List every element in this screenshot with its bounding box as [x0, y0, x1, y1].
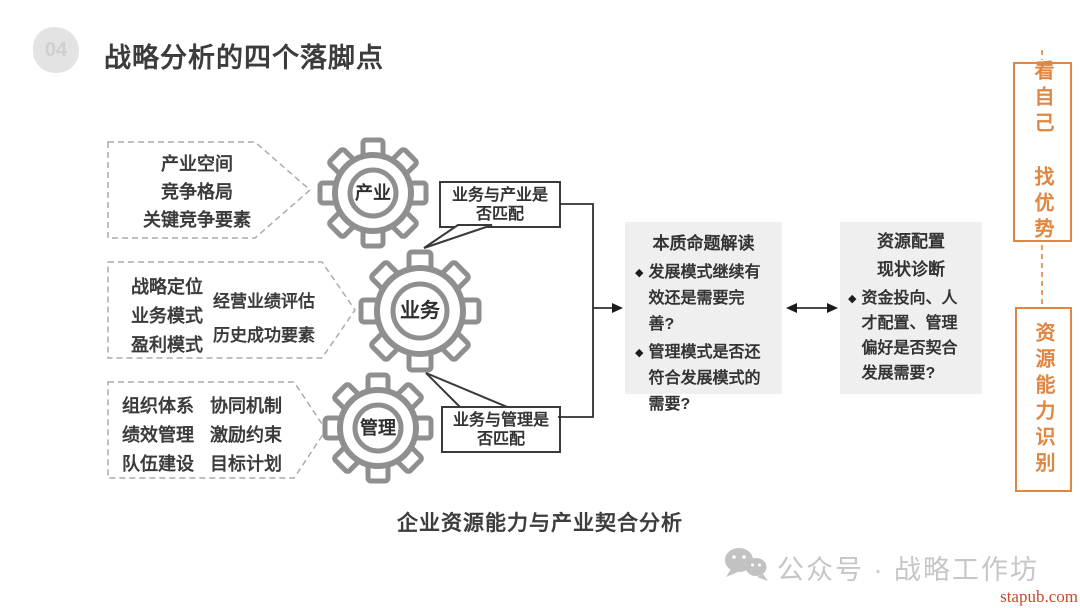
management-factor: 组织体系: [122, 396, 194, 416]
side-tag-self-advantage: 看自己 找优势: [1013, 60, 1072, 244]
management-factor: 队伍建设: [122, 454, 194, 474]
industry-factor: 竞争格局: [161, 182, 233, 202]
site-watermark: stapub.com: [1000, 587, 1078, 606]
management-gear-icon: 管理: [322, 372, 434, 484]
business-factor: 经营业绩评估: [213, 292, 315, 311]
business-factor: 业务模式: [131, 306, 203, 326]
industry-factor: 产业空间: [161, 154, 233, 174]
industry-chevron-text: 产业空间 竞争格局 关键竞争要素: [112, 150, 282, 234]
diamond-bullet-icon: ◆: [848, 293, 857, 305]
bubble-bottom-tail: [425, 372, 513, 410]
page-number: 04: [44, 38, 68, 61]
essence-box: 本质命题解读 ◆ 发展模式继续有效还是需要完善? ◆ 管理模式是否还符合发展模式…: [625, 222, 782, 413]
connector-arrowhead: [612, 303, 623, 313]
page-number-badge: 04: [33, 27, 79, 73]
diamond-bullet-icon: ◆: [635, 347, 644, 359]
essence-bullet: ◆ 管理模式是否还符合发展模式的需要?: [635, 340, 782, 418]
business-gear-label: 业务: [400, 298, 441, 322]
business-gear-icon: 业务: [358, 249, 482, 373]
business-factor: 盈利模式: [131, 335, 203, 355]
business-chevron-col1: 战略定位 业务模式 盈利模式: [122, 273, 212, 360]
resource-bullet-text: 资金投向、人才配置、管理偏好是否契合发展需要?: [861, 290, 958, 382]
management-factor: 协同机制: [210, 396, 282, 416]
business-factor: 战略定位: [131, 277, 203, 297]
resource-bullet: ◆ 资金投向、人才配置、管理偏好是否契合发展需要?: [848, 286, 982, 386]
resource-box-title-line1: 资源配置: [877, 232, 945, 251]
essence-bullet-text: 发展模式继续有效还是需要完善?: [648, 264, 761, 333]
resource-box-title-line2: 现状诊断: [877, 260, 945, 279]
management-chevron-col2: 协同机制 激励约束 目标计划: [204, 392, 288, 479]
essence-bullet-text: 管理模式是否还符合发展模式的需要?: [648, 344, 761, 413]
essence-box-title: 本质命题解读: [652, 234, 755, 253]
double-arrow-right-head: [827, 303, 838, 313]
bubble-top-shape: [439, 181, 561, 228]
resource-box: 资源配置 现状诊断 ◆ 资金投向、人才配置、管理偏好是否契合发展需要?: [840, 222, 982, 394]
industry-gear-icon: 产业: [317, 137, 429, 249]
business-chevron-col2: 经营业绩评估 历史成功要素: [208, 285, 320, 353]
business-chevron-shape: [107, 261, 356, 359]
double-arrow-left-head: [786, 303, 797, 313]
bubble-top-text: 业务与产业是否匹配: [451, 187, 548, 223]
wechat-icon: [725, 548, 768, 581]
essence-bullet: ◆ 发展模式继续有效还是需要完善?: [635, 260, 782, 338]
side-tag-resource-capability: 资源能力识别: [1015, 307, 1072, 492]
management-chevron-col1: 组织体系 绩效管理 队伍建设: [116, 392, 200, 479]
industry-gear-label: 产业: [355, 182, 391, 203]
side-tag-text: 资源能力识别: [1032, 321, 1054, 478]
diamond-bullet-icon: ◆: [635, 267, 644, 279]
side-tag-text: 看自己 找优势: [1031, 60, 1053, 244]
bubble-bottom-shape: [441, 406, 561, 453]
management-factor: 激励约束: [210, 425, 282, 445]
page-title: 战略分析的四个落脚点: [104, 43, 384, 73]
wechat-account-label: 公众号 · 战略工作坊: [777, 555, 1039, 585]
diagram-caption: 企业资源能力与产业契合分析: [397, 512, 683, 535]
industry-chevron-shape: [107, 141, 312, 239]
management-factor: 目标计划: [210, 454, 282, 474]
bubble-connector-line: [558, 203, 594, 418]
management-chevron-shape: [107, 381, 327, 479]
bubble-bottom-text: 业务与管理是否匹配: [452, 412, 549, 448]
management-gear-label: 管理: [360, 417, 396, 438]
industry-factor: 关键竞争要素: [143, 210, 251, 230]
business-factor: 历史成功要素: [213, 326, 315, 345]
bubble-top-tail: [423, 224, 493, 249]
management-factor: 绩效管理: [122, 425, 194, 445]
